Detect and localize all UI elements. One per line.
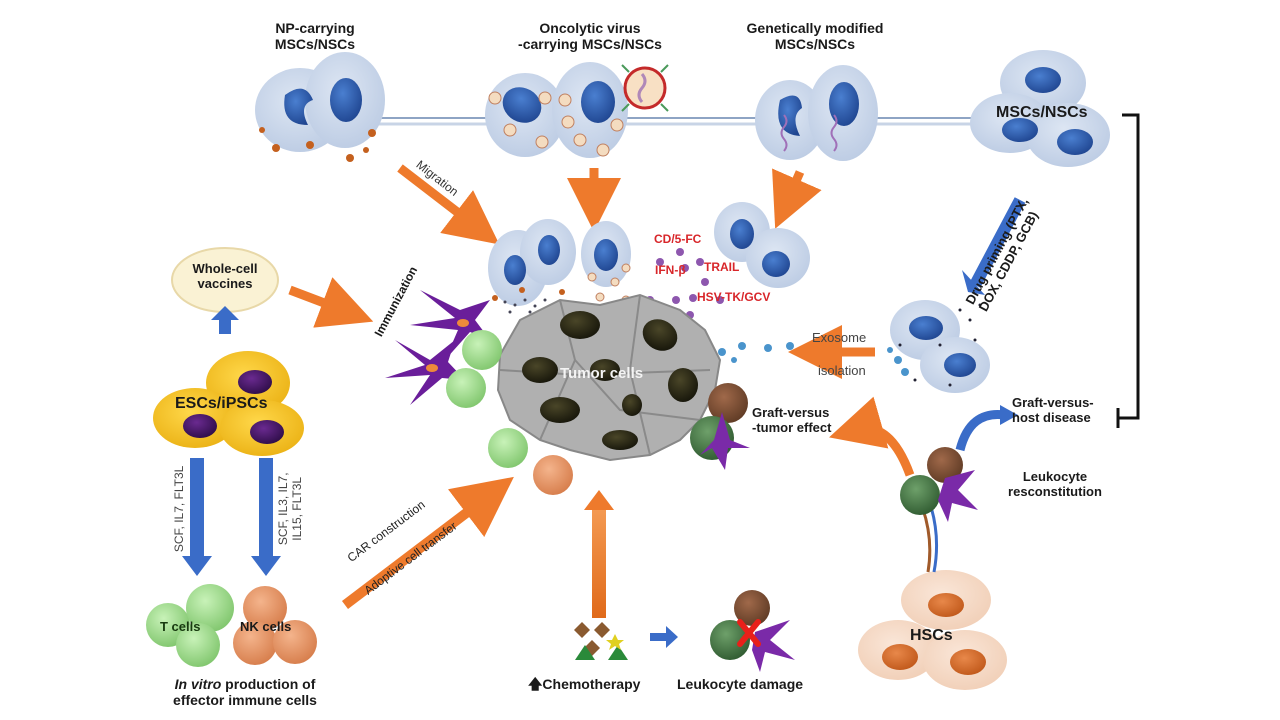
chemo-to-damage-arrow [650,626,678,648]
label-t-cell-factors: SCF, IL7, FLT3L [172,465,187,553]
chemo-drugs-icon [574,622,628,660]
label-leukocyte-reconstitution: Leukocyte resconstitution [1008,469,1102,499]
label-trail: TRAIL [704,260,740,274]
vaccine-arrow [288,277,374,328]
label-isolation: isolation [818,363,866,378]
inhibition-bracket [1116,113,1140,428]
label-tumor-cells: Tumor cells [560,365,644,382]
chemo-up-arrow [592,508,606,618]
nk-cells-cluster [233,586,317,665]
mscs-nscs-cluster [970,50,1110,167]
label-in-vitro-production: In vitro production of effector immune c… [173,676,317,709]
label-oncolytic-virus: Oncolytic virus -carrying MSCs/NSCs [518,20,662,53]
nk-cell [533,455,573,495]
t-cell [462,330,502,370]
dendritic-cells [385,290,490,405]
drug-priming-arrow [969,197,1026,288]
np-carrying-mscs [255,52,385,162]
oncolytic-virus-mscs [485,62,669,158]
car-adoptive-arrow [341,476,514,609]
gvt-arrow [829,396,915,477]
gvt-immune-cells [690,383,750,470]
top-connector-line [370,117,1000,126]
label-hsv-tk-gcv: HSV-TK/GCV [697,290,771,304]
t-cell-diff-arrow [182,458,212,576]
t-cell [446,368,486,408]
label-np-carrying: NP-carrying MSCs/NSCs [274,20,356,53]
drug-primed-mscs [887,300,990,393]
label-gvhd: Graft-versus- host disease [1012,395,1094,425]
label-mscs-nscs: MSCs/NSCs [996,104,1088,121]
center-genetic-mscs [714,202,810,288]
label-whole-cell-vaccines: Whole-cell vaccines [192,261,258,291]
tumor-cells-cluster [496,293,722,462]
label-leukocyte-damage: Leukocyte damage [677,676,804,692]
label-nk-cell-factors: SCF, IL3, IL7, IL15, FLT3L [276,472,304,546]
label-genetically-modified: Genetically modified MSCs/NSCs [746,20,884,53]
escs-ipscs-cluster [153,351,304,456]
nk-cell-diff-arrow [251,458,281,576]
hscs-cluster [858,570,1007,690]
label-escs-ipscs: ESCs/iPSCs [175,395,268,412]
t-cell [488,428,528,468]
label-exosome: Exosome [812,330,867,345]
label-ifn-beta: IFN-β [655,263,686,277]
label-t-cells: T cells [160,619,201,634]
escs-to-vaccine-arrow [211,306,239,334]
gvhd-arrow [955,409,1006,452]
genetically-modified-mscs [755,65,878,161]
label-cd-5fc: CD/5-FC [654,232,702,246]
migration-arrow [397,164,500,245]
virus-particle-icon [621,64,669,112]
label-hscs: HSCs [910,627,953,644]
leukocyte-damage-cells [710,590,795,672]
label-gvt: Graft-versus -tumor effect [752,405,832,435]
genetic-down-arrow [772,168,822,229]
up-arrow-icon: 🡅 [528,676,543,692]
reconstituted-leukocytes [900,447,978,522]
label-nk-cells: NK cells [240,619,292,634]
t-cells-cluster [146,584,234,667]
label-chemotherapy: 🡅Chemotherapy [528,676,641,692]
x-mark-icon [737,619,761,647]
center-mscs [488,219,631,314]
